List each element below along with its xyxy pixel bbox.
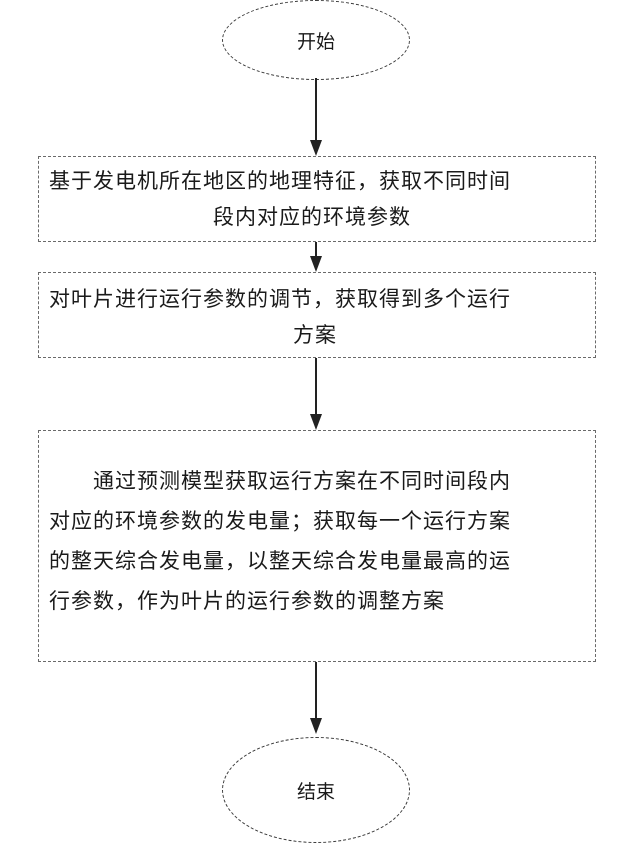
arrow-step3-to-end xyxy=(306,662,326,742)
step-2-box: 对叶片进行运行参数的调节，获取得到多个运行 方案 xyxy=(38,272,596,358)
end-label: 结束 xyxy=(297,777,335,804)
arrow-step2-to-step3 xyxy=(306,358,326,434)
step-3-box: 通过预测模型获取运行方案在不同时间段内 对应的环境参数的发电量；获取每一个运行方… xyxy=(38,430,596,662)
arrow-step1-to-step2 xyxy=(306,242,326,274)
end-node: 结束 xyxy=(222,737,410,843)
step-1-box: 基于发电机所在地区的地理特征，获取不同时间 段内对应的环境参数 xyxy=(38,156,596,242)
step-3-line-3: 的整天综合发电量，以整天综合发电量最高的运 xyxy=(49,541,595,581)
step-1-line-2: 段内对应的环境参数 xyxy=(49,199,595,235)
step-3-line-1: 通过预测模型获取运行方案在不同时间段内 xyxy=(49,461,595,501)
start-label: 开始 xyxy=(297,27,335,54)
arrow-start-to-step1 xyxy=(306,78,326,158)
step-3-line-2: 对应的环境参数的发电量；获取每一个运行方案 xyxy=(49,501,595,541)
step-2-line-1: 对叶片进行运行参数的调节，获取得到多个运行 xyxy=(49,281,595,317)
step-1-line-1: 基于发电机所在地区的地理特征，获取不同时间 xyxy=(49,163,595,199)
start-node: 开始 xyxy=(222,0,410,80)
step-3-line-4: 行参数，作为叶片的运行参数的调整方案 xyxy=(49,581,595,621)
step-2-line-2: 方案 xyxy=(49,317,595,353)
